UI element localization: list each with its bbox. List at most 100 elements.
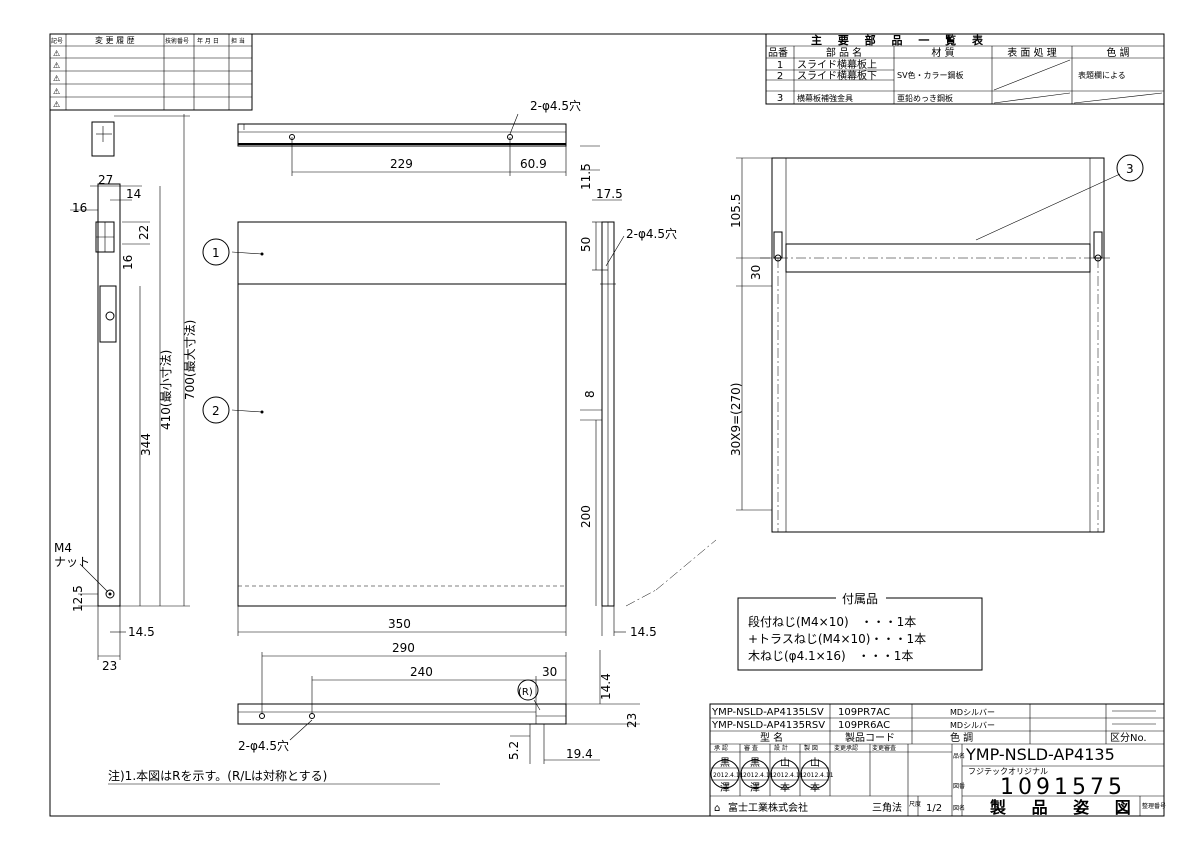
dim-350: 350 (388, 617, 411, 631)
dim-17-5: 17.5 (596, 187, 623, 201)
dim-8: 8 (583, 390, 597, 398)
dim-14-5-side: 14.5 (630, 625, 657, 639)
accessory-item: 段付ねじ(M4×10) ・・・1本 (748, 614, 916, 629)
accessories-box: 付属品 段付ねじ(M4×10) ・・・1本 +トラスねじ(M4×10)・・・1本… (737, 592, 983, 671)
revision-table: 記号 変 更 履 歴 技術番号 年 月 日 担 当 ⚠ ⚠ ⚠ ⚠ ⚠ (49, 33, 253, 111)
sign-header: 製 図 (804, 744, 818, 752)
sheet-border (49, 33, 1165, 817)
part-color: 表題欄による (1078, 70, 1126, 80)
parts-table: 主 要 部 品 一 覧 表 品番 部 品 名 材 質 表 面 処 理 色 調 1… (765, 33, 1165, 105)
stamp-date: 2012.4.11 (773, 772, 804, 779)
parts-header-material: 材 質 (931, 46, 954, 59)
sign-header: 承 認 (714, 744, 728, 752)
stamp-bottom: 澤 (720, 782, 730, 794)
model-color: MDシルバー (950, 721, 995, 730)
dim-14-4: 14.4 (599, 673, 613, 700)
dim-11-5: 11.5 (579, 163, 593, 190)
doc-title-label: 図名 (953, 804, 965, 812)
dim-700: 700(最大寸法) (183, 320, 197, 400)
rev-header-mark: 記号 (51, 37, 63, 45)
dim-22: 22 (137, 225, 151, 240)
dim-14-5-left: 14.5 (128, 625, 155, 639)
dim-229: 229 (390, 157, 413, 171)
dim-bottom-holes: 2-φ4.5穴 (238, 738, 289, 753)
dim-60-9: 60.9 (520, 157, 547, 171)
callout-circle (202, 238, 230, 266)
front-view: 350 1 2 (202, 221, 567, 636)
dim-16a: 16 (72, 201, 87, 215)
dim-410: 410(最小寸法) (159, 350, 173, 430)
dim-30x9: 30X9=(270) (729, 383, 743, 456)
stamp-top: 山 (780, 757, 790, 769)
parts-header-color: 色 調 (1106, 46, 1129, 59)
left-view: 27 14 16 22 16 344 410(最小寸法) 700(最大寸法) M… (54, 114, 197, 673)
part-material: SV色・カラー鋼板 (897, 70, 964, 80)
dim-5-2: 5.2 (507, 741, 521, 760)
rev-mark-icon: ⚠ (53, 49, 60, 58)
model-name: YMP-NSLD-AP4135LSV (711, 707, 824, 718)
scale-label: 尺度 (909, 800, 921, 808)
rev-header-tech: 技術番号 (165, 37, 189, 45)
approval-stamp: 黒 2012.4.11 澤 (710, 757, 744, 794)
dim-290: 290 (392, 641, 415, 655)
approval-stamp: 山 2012.4.11 本 (770, 757, 804, 794)
label-r: (R) (518, 687, 533, 698)
stamp-bottom: 本 (810, 781, 820, 794)
bottom-view: 290 240 30 14.4 23 (R) 5.2 19.4 2-φ4.5穴 (237, 641, 640, 764)
dim-105-5: 105.5 (729, 194, 743, 228)
rev-mark-icon: ⚠ (53, 100, 60, 109)
product-name: YMP-NSLD-AP4135 (965, 745, 1115, 764)
dim-top-holes: 2-φ4.5穴 (530, 98, 581, 113)
parts-table-title: 主 要 部 品 一 覧 表 (811, 33, 989, 47)
sign-header: 変更審査 (872, 744, 896, 752)
stamp-top: 黒 (720, 757, 730, 769)
dim-27: 27 (98, 173, 113, 187)
stamp-date: 2012.4.11 (803, 772, 834, 779)
dim-30-bottom: 30 (542, 665, 557, 679)
accessories-title: 付属品 (842, 592, 878, 606)
col-code: 製品コード (845, 731, 895, 744)
approval-stamp: 山 2012.4.11 本 (800, 757, 834, 794)
stamp-top: 黒 (750, 757, 760, 769)
approval-stamp: 黒 2012.4.11 澤 (740, 757, 774, 794)
model-code: 109PR6AC (838, 720, 890, 731)
dim-50: 50 (579, 237, 593, 252)
dim-23-bottom: 23 (625, 713, 639, 728)
callout-3: 3 (1126, 162, 1134, 176)
rev-mark-icon: ⚠ (53, 87, 60, 96)
sign-header: 審 査 (744, 744, 758, 752)
rev-header-date: 年 月 日 (197, 37, 219, 45)
model-name: YMP-NSLD-AP4135RSV (711, 720, 825, 731)
rev-header-history: 変 更 履 歴 (95, 35, 135, 45)
dim-16b: 16 (121, 255, 135, 270)
label-m4: M4 (54, 541, 72, 555)
drawing-note: 注)1.本図はRを示す。(R/Lは対称とする) (108, 768, 327, 783)
stamp-bottom: 本 (780, 781, 790, 794)
col-model: 型 名 (760, 731, 783, 744)
part-name: スライド横幕板下 (797, 69, 877, 82)
model-code: 109PR7AC (838, 707, 890, 718)
dim-240: 240 (410, 665, 433, 679)
accessory-item: 木ねじ(φ4.1×16) ・・・1本 (748, 649, 913, 663)
drawing-no-label: 図番 (953, 783, 965, 790)
projection: 三角法 (872, 801, 902, 814)
sign-header: 設 計 (774, 744, 788, 752)
company-name: 富士工業株式会社 (728, 801, 808, 814)
col-class: 区分No. (1110, 732, 1147, 744)
part-name: 横幕板補強金具 (797, 93, 853, 103)
dim-19-4: 19.4 (566, 747, 593, 761)
callout-1: 1 (212, 246, 220, 260)
part-name: スライド横幕板上 (797, 58, 877, 71)
label-nut: ナット (54, 555, 90, 569)
doc-title: 製 品 姿 図 (989, 798, 1141, 817)
rev-mark-icon: ⚠ (53, 61, 60, 70)
side-view: 50 8 200 14.5 17.5 11.5 2-φ4.5穴 (579, 145, 677, 639)
part-material: 亜鉛めっき鋼板 (897, 93, 953, 103)
parts-header-no: 品番 (768, 47, 788, 59)
dim-23-left: 23 (102, 659, 117, 673)
installed-view: 105.5 30 30X9=(270) 3 (625, 154, 1144, 607)
dim-side-holes: 2-φ4.5穴 (626, 226, 677, 241)
drawing-number: 1091575 (1000, 775, 1126, 800)
scale-value: 1/2 (926, 803, 942, 814)
